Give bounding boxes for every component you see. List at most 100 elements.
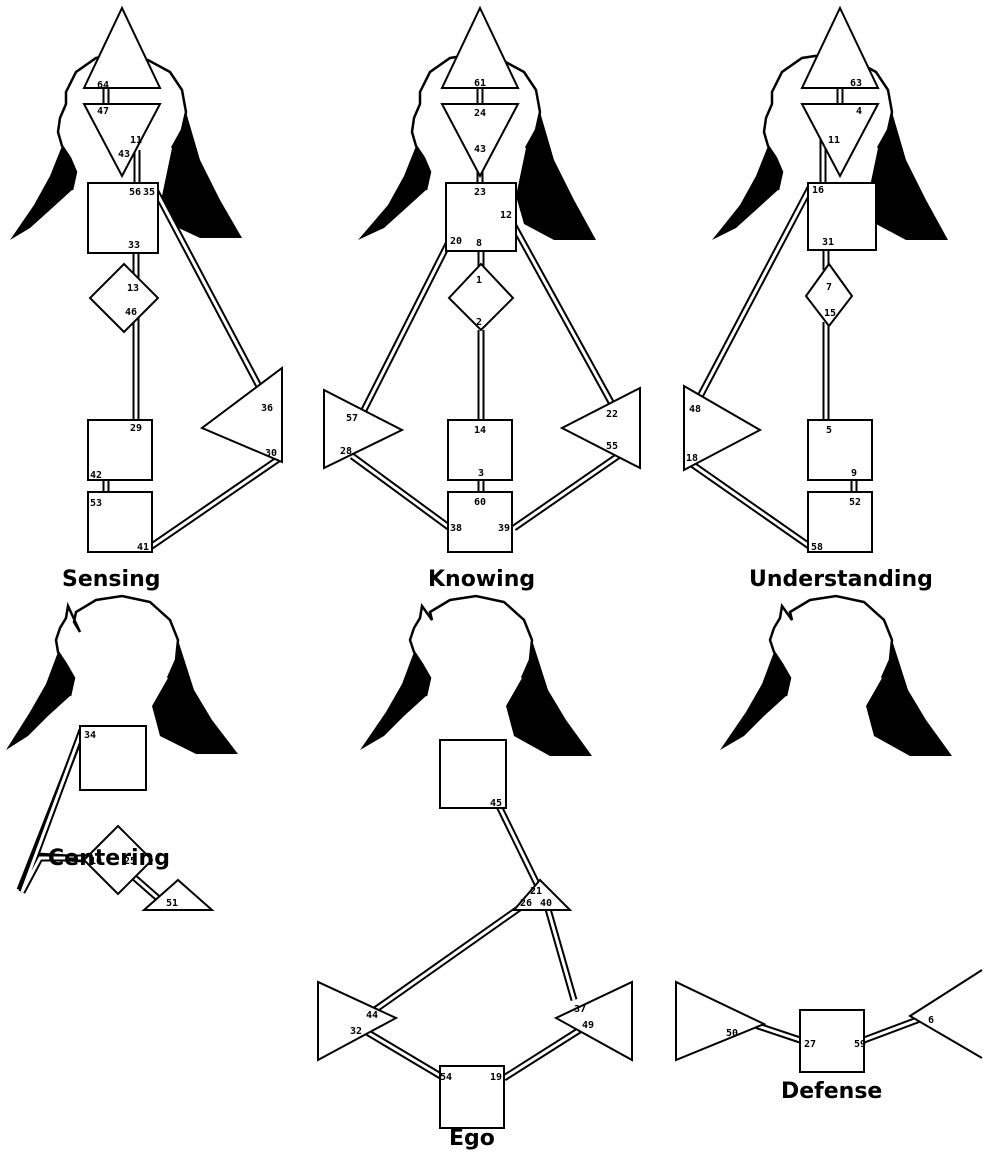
spleen-center [675,980,767,1062]
head-silhouette [10,52,242,240]
heart-center [141,878,215,911]
head-silhouette [712,52,948,240]
g-center [88,262,160,334]
channel-16-48 [692,182,816,406]
gate-label: 23 [474,187,486,198]
channel-19-49 [502,1023,588,1081]
gate-labels: 61 24 43 23 12 20 8 1 2 14 3 60 38 39 57… [340,78,618,534]
circuit-title-ego: Ego [449,1126,495,1151]
centers [317,739,633,1129]
circuit-title-centering: Centering [48,846,170,871]
gate-label: 3 [478,468,484,479]
gate-label: 2 [476,317,482,328]
channel-26-44 [369,899,531,1015]
gate-label: 21 [530,886,542,897]
panel-understanding: 63 4 11 16 31 7 15 5 9 52 58 48 18 Under… [683,5,948,592]
gate-label: 58 [811,542,823,553]
gate-label: 33 [128,240,140,251]
gate-label: 36 [261,403,273,414]
head-center [82,5,162,89]
hair-shape [162,112,242,238]
gate-label: 28 [340,446,352,457]
gate-label: 27 [804,1039,816,1050]
channel-35-36 [148,182,266,394]
gate-label: 12 [500,210,512,221]
gate-label: 61 [474,78,486,89]
spleen-center [317,980,399,1062]
hair-shape [506,640,592,756]
gate-label: 13 [127,283,139,294]
gate-label: 30 [265,448,277,459]
beard-shape [358,146,430,240]
solar-plexus-center [559,386,641,470]
gate-label: 6 [928,1015,934,1026]
ajna-center [800,103,880,179]
gate-label: 16 [812,185,824,196]
throat-center [87,182,159,254]
gate-label: 32 [350,1026,362,1037]
gate-label: 18 [686,453,698,464]
gate-labels: 10 25 51 34 [84,730,178,909]
g-center [804,262,854,328]
throat-center [445,182,517,252]
root-center [807,491,873,553]
gate-label: 49 [582,1020,594,1031]
gate-labels: 63 4 11 16 31 7 15 5 9 52 58 48 18 [686,78,862,553]
sacral-center [87,419,153,481]
gate-label: 8 [476,238,482,249]
circuit-title-understanding: Understanding [749,567,933,592]
gate-label: 60 [474,497,486,508]
channel-41-30 [144,455,282,553]
gate-labels: 50 27 59 6 [726,1015,934,1050]
panel-centering: 10 25 51 34 Centering [6,594,238,911]
ajna-center [440,103,520,179]
channels [358,798,588,1082]
gate-label: 31 [822,237,834,248]
gate-label: 41 [137,542,149,553]
throat-center [439,739,507,809]
gate-label: 14 [474,425,486,436]
gate-label: 4 [856,106,862,117]
gate-label: 5 [826,425,832,436]
hair-shape [868,112,948,240]
gate-label: 35 [143,187,155,198]
gate-label: 43 [118,149,130,160]
gate-label: 50 [726,1028,738,1039]
channel-28-38 [349,453,453,531]
centers [79,725,215,911]
g-center [447,262,515,332]
gate-label: 57 [346,413,358,424]
root-center [447,491,513,553]
gate-label: 26 [520,898,532,909]
panel-ego: 45 21 26 40 44 32 37 49 54 19 Ego [317,594,633,1151]
gate-label: 7 [826,282,832,293]
sacral-center [799,1009,865,1073]
head-center [440,5,520,89]
channel-32-54 [358,1024,446,1082]
channels [349,88,620,531]
gate-label: 51 [166,898,178,909]
circuit-title-knowing: Knowing [428,567,535,592]
gate-label: 11 [130,135,142,146]
gate-label: 9 [851,468,857,479]
gate-labels: 45 21 26 40 44 32 37 49 54 19 [350,798,594,1083]
head-silhouette [358,52,596,240]
head-center [800,5,880,89]
gate-label: 25 [124,856,136,867]
spleen-center [323,388,405,470]
hair-shape [866,640,952,756]
gate-label: 20 [450,236,462,247]
beard-shape [6,652,74,750]
gate-label: 56 [129,187,141,198]
circuit-title-defense: Defense [781,1079,882,1104]
head-outline [762,52,894,191]
gate-label: 40 [540,898,552,909]
channel-39-55 [512,453,620,531]
solar-plexus-center [200,366,283,464]
channels [683,88,858,551]
gate-label: 59 [854,1039,866,1050]
ajna-center [82,103,162,179]
gate-label: 29 [130,423,142,434]
gate-label: 34 [84,730,96,741]
gate-label: 52 [849,497,861,508]
